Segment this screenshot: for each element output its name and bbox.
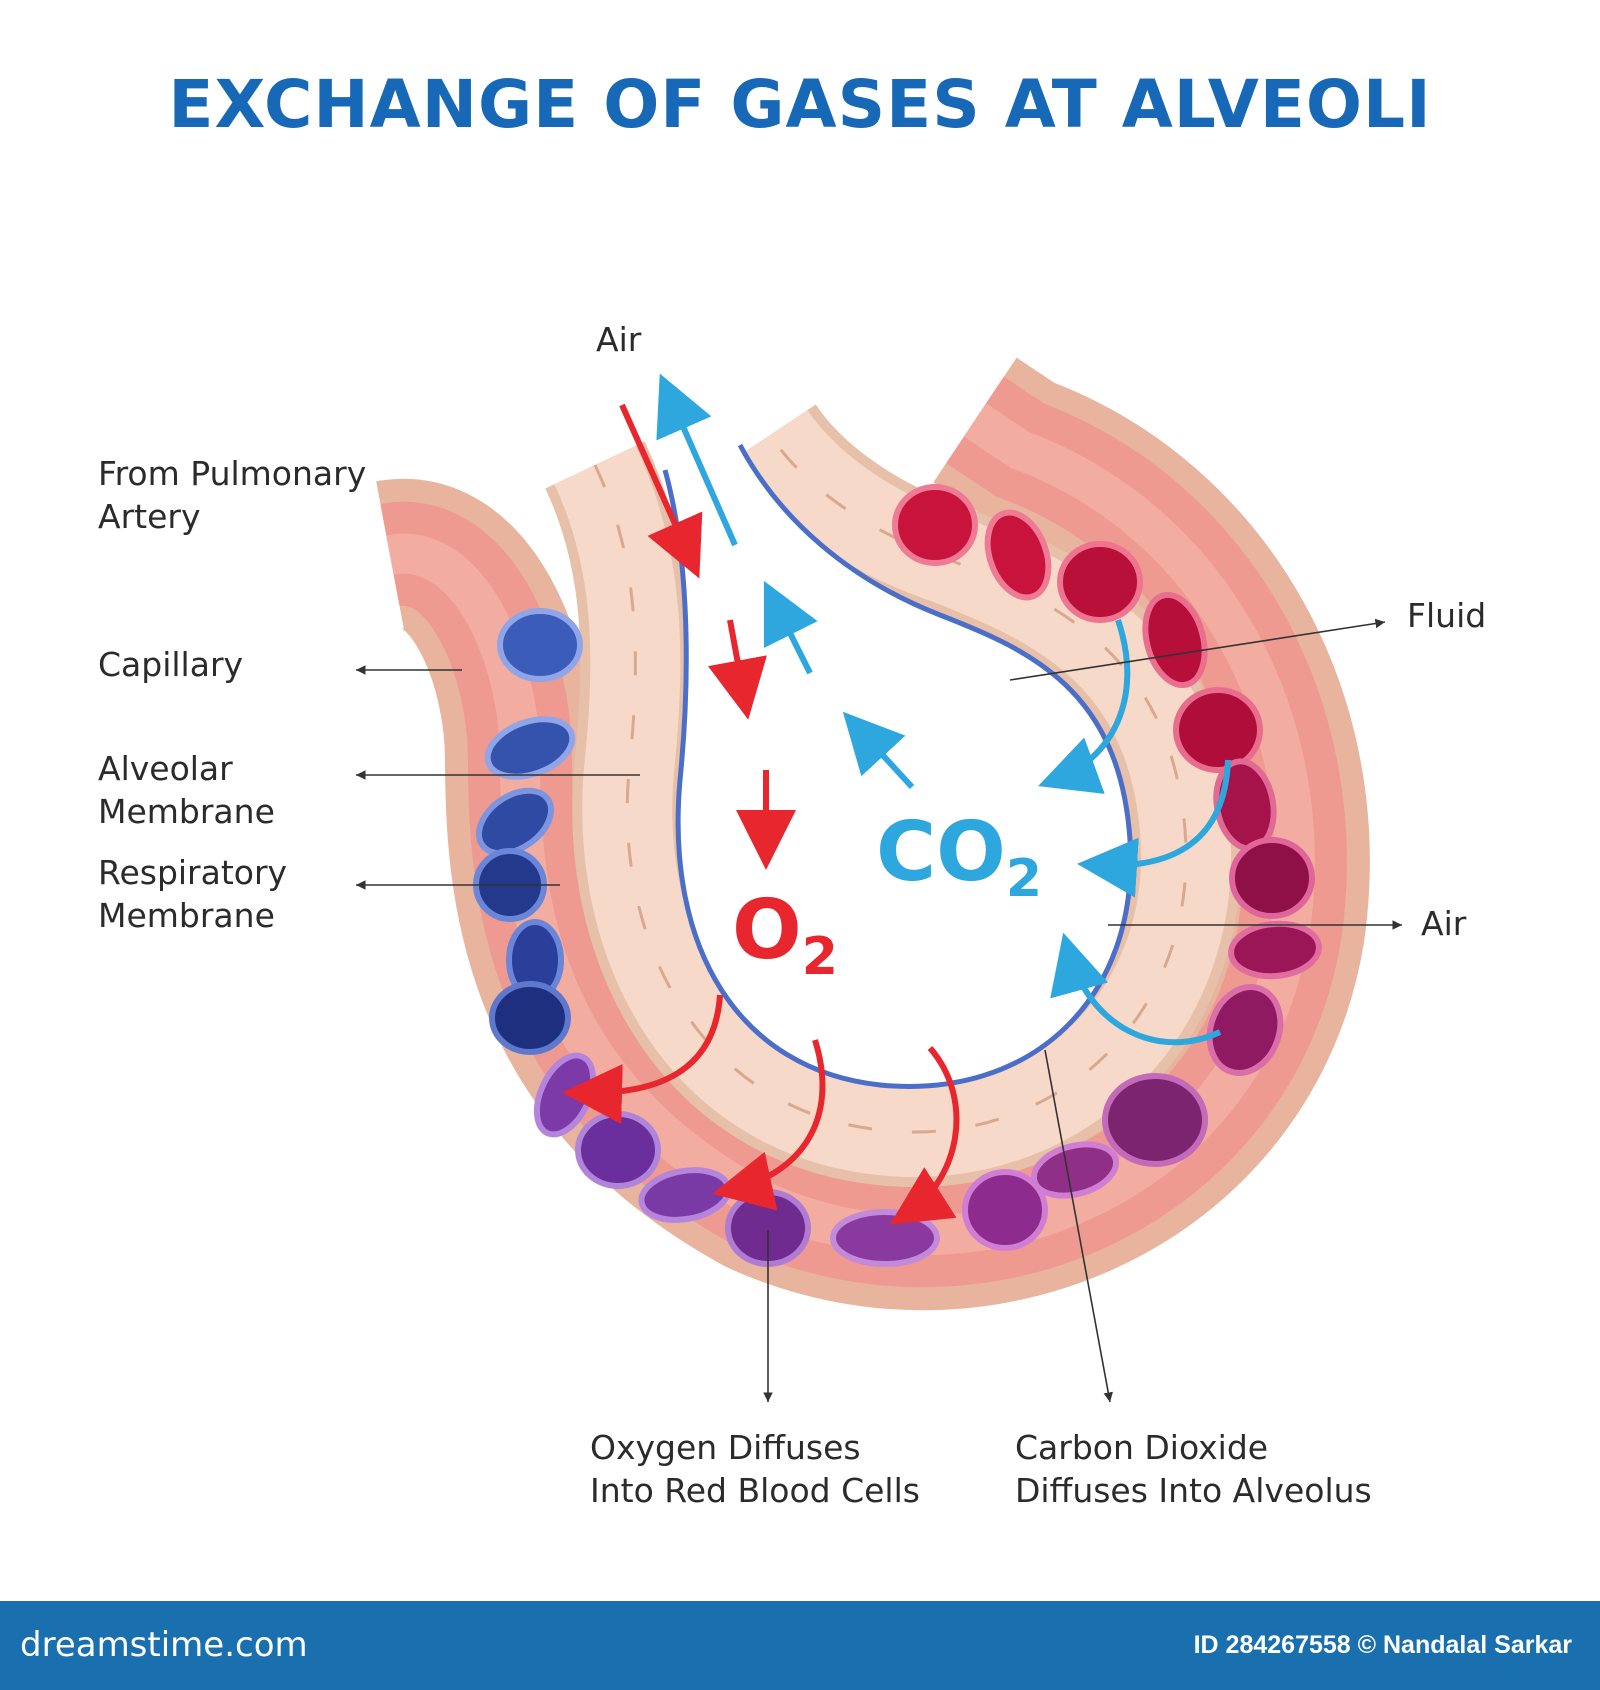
leader-line-co2	[1044, 1049, 1113, 1403]
alveolar-membrane-line	[662, 443, 1134, 1089]
footer-image-id: ID 284267558 © Nandalal Sarkar	[1193, 1631, 1572, 1659]
oxygen-arrow	[707, 619, 767, 720]
label-capillary: Capillary	[98, 645, 244, 684]
label-oxygen-diffuses: Oxygen Diffuses Into Red Blood Cells	[590, 1428, 920, 1510]
red-blood-cell	[1173, 687, 1263, 773]
leader-line-fluid	[1009, 618, 1386, 681]
page-title: EXCHANGE OF GASES AT ALVEOLI	[168, 66, 1432, 143]
red-blood-cell	[484, 716, 576, 780]
red-blood-cell	[475, 787, 555, 857]
red-blood-cell	[1057, 541, 1143, 623]
red-blood-cell	[830, 1209, 940, 1267]
red-blood-cell	[1229, 837, 1315, 919]
red-blood-cell	[892, 484, 978, 566]
red-blood-cell	[1228, 920, 1322, 980]
alveolus-illustration	[356, 357, 1402, 1403]
co2-formula-main: CO	[876, 805, 1006, 900]
co2-arrow	[1050, 932, 1222, 1046]
red-blood-cell	[1142, 591, 1208, 689]
label-fluid: Fluid	[1407, 596, 1487, 635]
label-from-pulmonary-artery: From Pulmonary Artery	[98, 454, 367, 536]
deoxygenated-cells	[473, 608, 583, 1055]
co2-arrows	[656, 373, 1231, 1046]
red-blood-cell	[497, 608, 583, 682]
red-blood-cell	[575, 1111, 661, 1189]
co2-formula-sub: 2	[1005, 849, 1043, 909]
footer-bar: dreamstime.com ID 284267558 © Nandalal S…	[0, 1601, 1600, 1690]
label-respiratory-membrane: Respiratory Membrane	[98, 853, 288, 935]
co2-arrow	[1038, 619, 1131, 794]
red-blood-cell	[984, 509, 1052, 601]
co2-arrow	[656, 373, 738, 547]
red-blood-cell	[1030, 1141, 1120, 1199]
label-air-top: Air	[596, 320, 642, 359]
red-blood-cell	[1206, 984, 1284, 1076]
oxygenated-cells	[892, 484, 1322, 1076]
leader-lines	[356, 618, 1402, 1403]
o2-formula-sub: 2	[801, 927, 838, 987]
label-air-right: Air	[1421, 904, 1467, 943]
footer-brand[interactable]: dreamstime.com	[20, 1625, 308, 1665]
oxygen-arrows	[562, 403, 960, 1225]
co2-arrow	[1077, 759, 1231, 898]
red-blood-cell	[962, 1169, 1048, 1251]
o2-formula-main: O	[732, 883, 802, 978]
label-co2-diffuses: Carbon Dioxide Diffuses Into Alveolus	[1015, 1428, 1372, 1510]
oxygen-arrow	[712, 1039, 826, 1211]
o2-formula: O2	[732, 890, 838, 984]
red-blood-cell	[1102, 1073, 1208, 1167]
red-blood-cell	[489, 981, 571, 1055]
co2-arrow	[763, 580, 818, 675]
oxygen-arrow	[889, 1046, 960, 1225]
label-alveolar-membrane: Alveolar Membrane	[98, 749, 275, 831]
co2-formula: CO2	[876, 812, 1042, 906]
co2-arrow	[842, 711, 915, 790]
oxygen-arrow	[619, 403, 703, 579]
oxygen-arrow	[562, 994, 723, 1125]
